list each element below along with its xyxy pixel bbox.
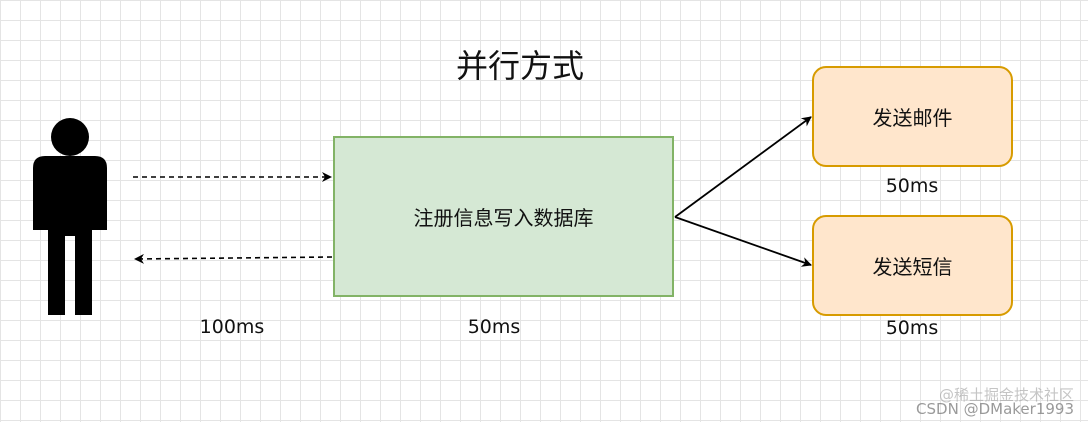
email-timing: 50ms xyxy=(885,175,939,197)
db-write-label: 注册信息写入数据库 xyxy=(413,206,594,230)
send-email-box: 发送邮件 xyxy=(812,66,1013,167)
db-write-box: 注册信息写入数据库 xyxy=(333,136,674,297)
person-icon xyxy=(33,118,107,315)
send-sms-box: 发送短信 xyxy=(812,215,1013,316)
sms-timing: 50ms xyxy=(885,317,939,339)
email-arrow xyxy=(674,116,812,218)
send-email-label: 发送邮件 xyxy=(872,106,953,130)
watermark-csdn: CSDN @DMaker1993 xyxy=(916,400,1074,418)
db-timing: 50ms xyxy=(467,316,521,338)
send-sms-label: 发送短信 xyxy=(872,255,953,279)
response-arrow xyxy=(134,253,333,264)
watermark-juejin: @稀土掘金技术社区 xyxy=(938,386,1074,404)
watermark: @稀土掘金技术社区 CSDN @DMaker1993 xyxy=(916,386,1074,418)
sms-arrow xyxy=(674,216,812,267)
diagram-title: 并行方式 xyxy=(455,47,584,85)
user-timing: 100ms xyxy=(199,316,265,338)
